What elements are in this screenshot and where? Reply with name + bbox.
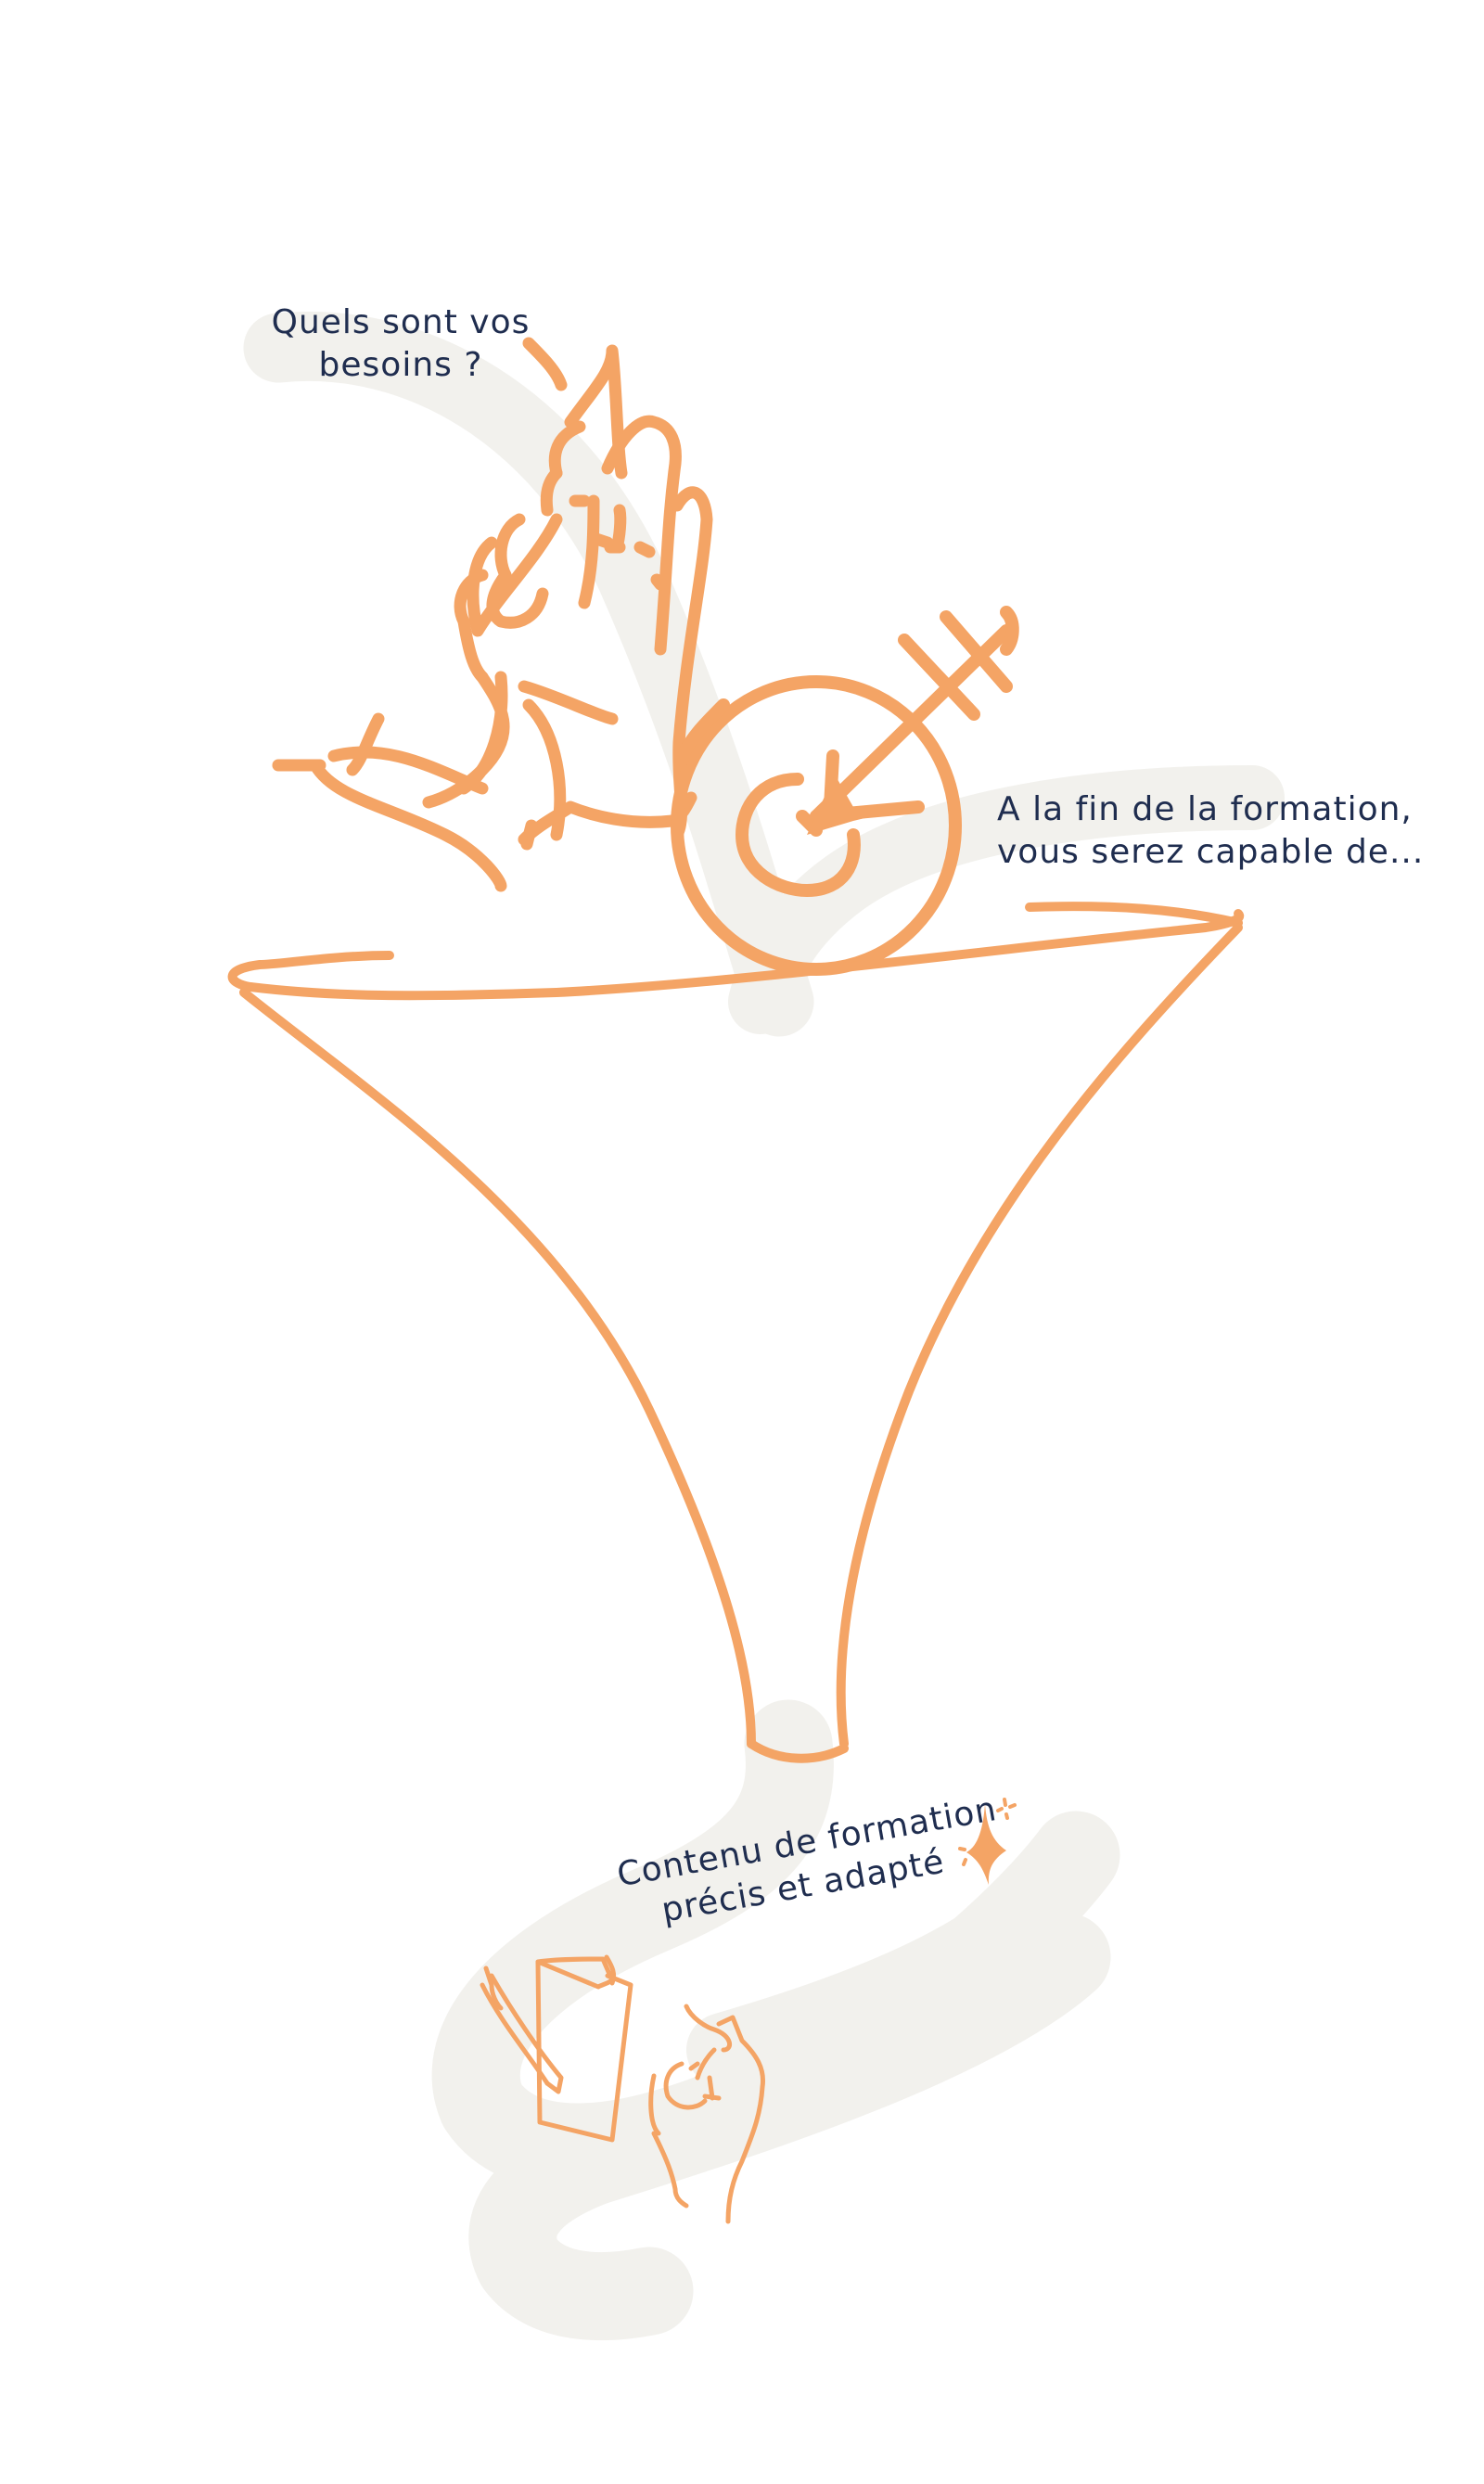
learning-goal-label: A la fin de la formation, vous serez cap… xyxy=(997,788,1424,874)
listening-ear-hand-icon xyxy=(272,337,713,892)
target-arrowhead xyxy=(807,775,918,835)
needs-question-label: Quels sont vos besoins ? xyxy=(262,301,540,387)
paper-pen-icon xyxy=(480,1954,633,2143)
needs-line-2: besoins ? xyxy=(318,346,483,384)
background-ribbon xyxy=(243,311,1285,2341)
funnel-icon xyxy=(227,902,1245,1763)
ok-hand-icon xyxy=(648,2004,766,2224)
goal-line-1: A la fin de la formation, xyxy=(997,790,1413,828)
goal-line-2: vous serez capable de... xyxy=(997,833,1425,871)
sparkle-icon xyxy=(958,1798,1017,1885)
needs-line-1: Quels sont vos xyxy=(271,303,531,341)
